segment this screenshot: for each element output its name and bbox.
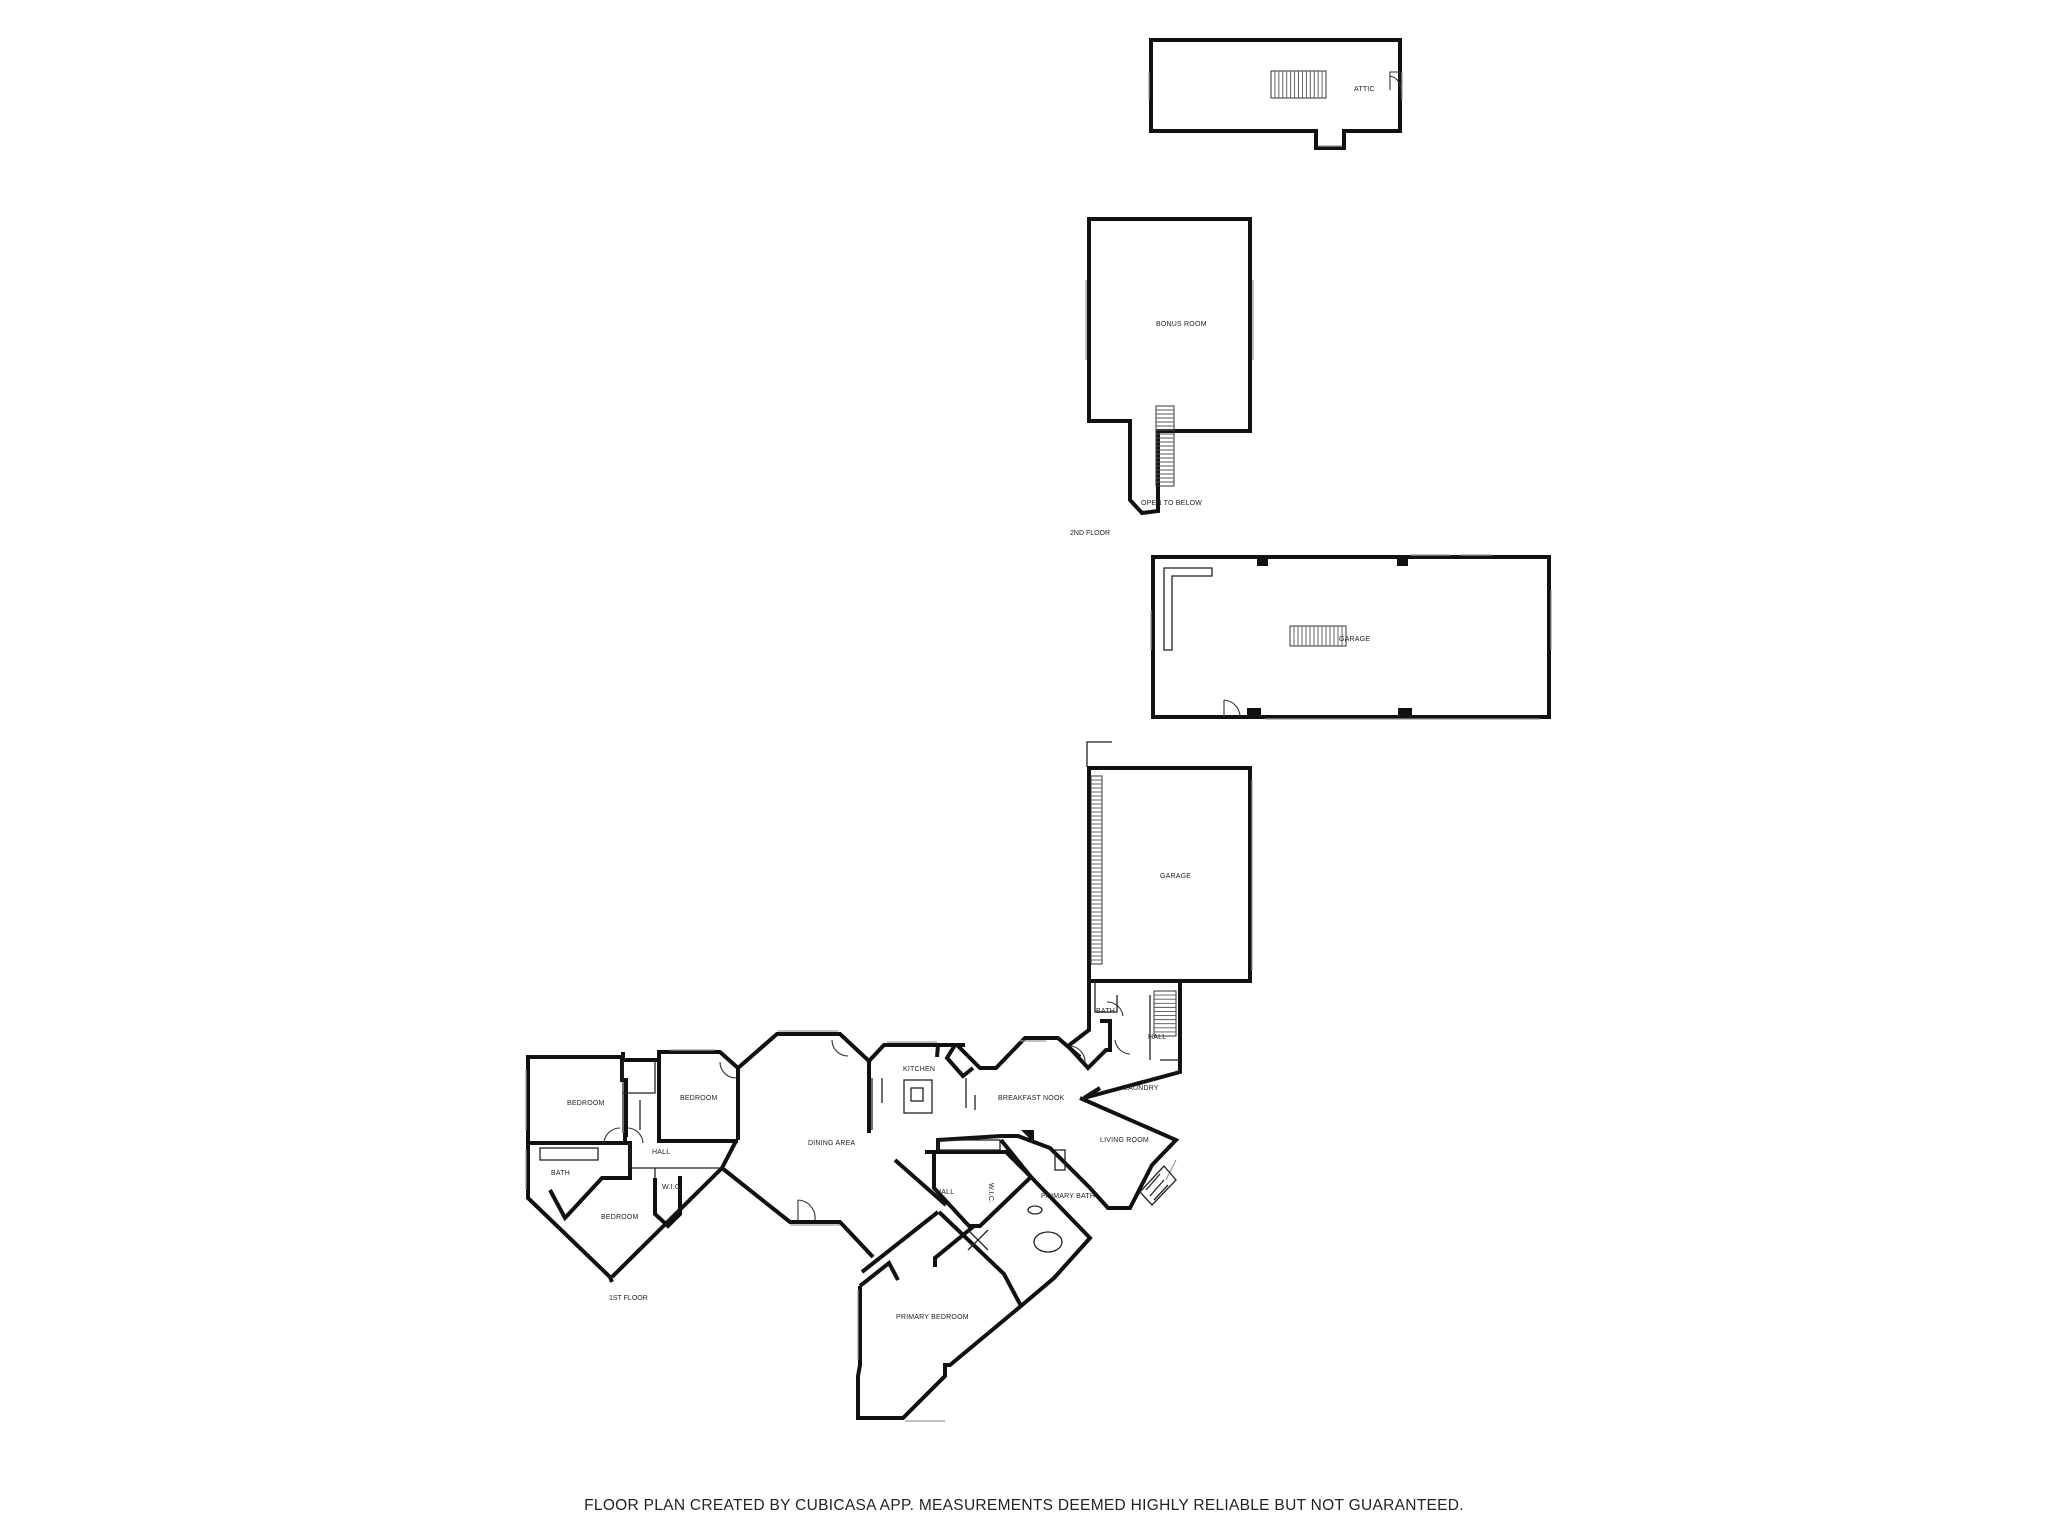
hall-left-label: HALL [652,1149,670,1156]
hall-near-garage-label: HALL [1148,1034,1166,1041]
second-floor-stairs [1155,405,1175,487]
wic-left-label: W.I.C. [662,1184,682,1191]
garage-stairs [1289,625,1347,647]
hall-stairs [1153,990,1177,1037]
hall-primary-label: HALL [936,1189,954,1196]
garage-upper-label: GARAGE [1339,636,1370,643]
attic-level: ATTIC [1148,38,1403,150]
first-floor-level: GARAGE BATH HALL LAUNDRY KITCHEN BREAKFA… [525,741,1253,1422]
breakfast-nook-label: BREAKFAST NOOK [998,1095,1065,1102]
garage-first-floor-stairs [1090,775,1103,965]
primary-bath-label: PRIMARY BATH [1041,1193,1095,1200]
laundry-label: LAUNDRY [1124,1085,1159,1092]
attic-label: ATTIC [1354,86,1375,93]
wic-primary-label: W.I.C. [987,1183,994,1203]
dining-area-label: DINING AREA [808,1140,855,1147]
second-floor-level: BONUS ROOM OPEN TO BELOW 2ND FLOOR [1070,217,1254,537]
attic-stairs [1270,70,1327,99]
bath-left-label: BATH [551,1170,570,1177]
primary-bedroom-label: PRIMARY BEDROOM [896,1314,969,1321]
garage-upper-level: GARAGE [1150,554,1552,720]
bedroom-left-label: BEDROOM [567,1100,605,1107]
bath-near-garage-label: BATH [1096,1008,1115,1015]
kitchen-label: KITCHEN [903,1066,935,1073]
bedroom-bottom-label: BEDROOM [601,1214,639,1221]
garage-label: GARAGE [1160,873,1191,880]
bonus-room-label: BONUS ROOM [1156,321,1207,328]
disclaimer-text: FLOOR PLAN CREATED BY CUBICASA APP. MEAS… [584,1497,1464,1514]
first-floor-label: 1ST FLOOR [609,1295,648,1302]
bedroom-center-label: BEDROOM [680,1095,718,1102]
open-to-below-label: OPEN TO BELOW [1141,500,1202,507]
living-room-label: LIVING ROOM [1100,1137,1149,1144]
second-floor-label: 2ND FLOOR [1070,530,1110,537]
